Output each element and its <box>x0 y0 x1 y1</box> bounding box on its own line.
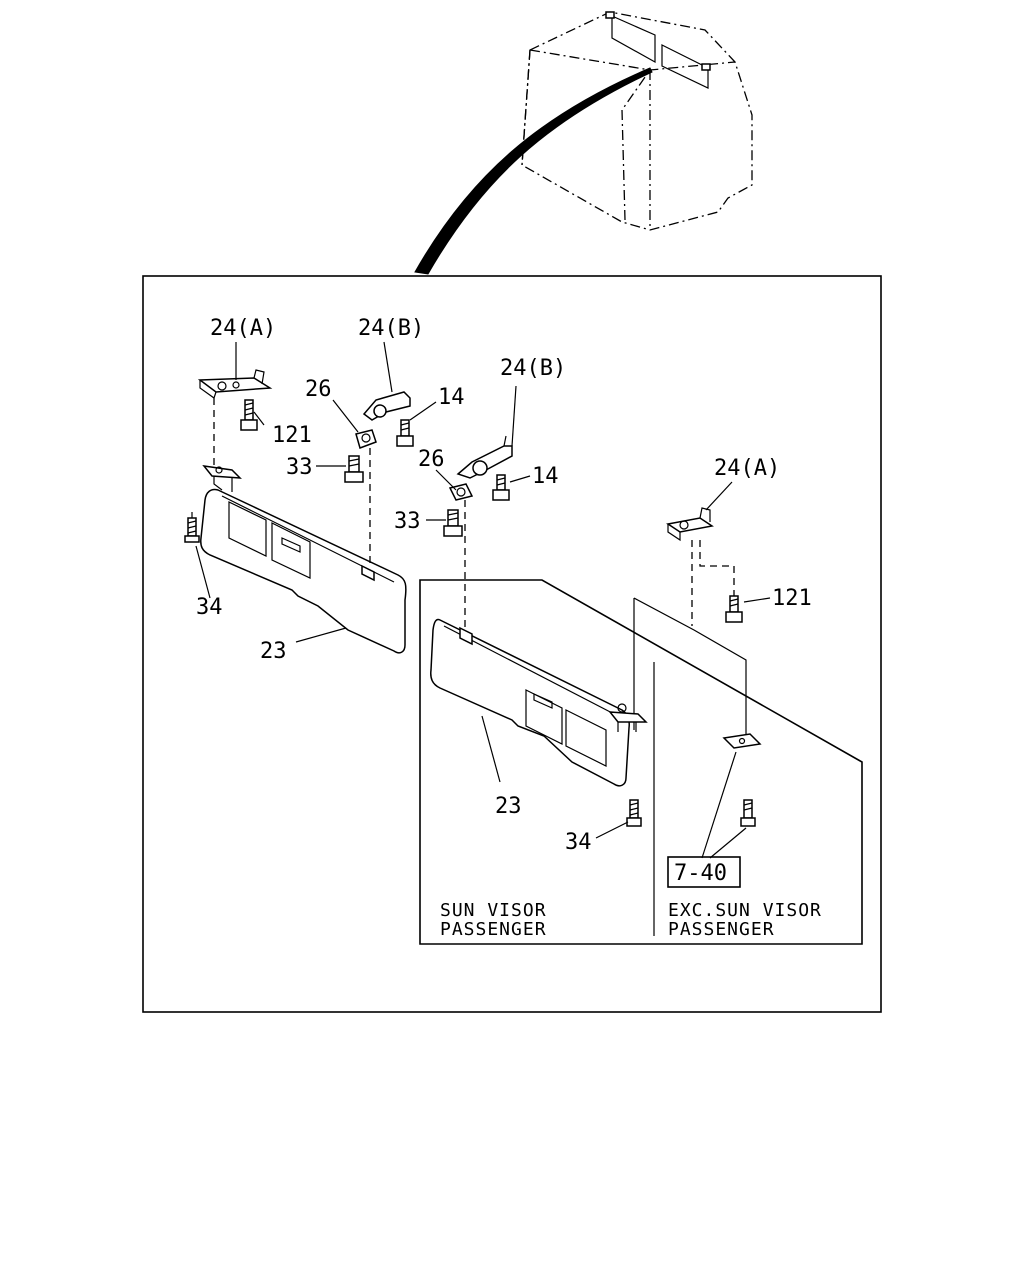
screw-33-left <box>344 455 364 483</box>
screw-121-right <box>725 595 743 623</box>
label-14-left: 14 <box>438 385 465 410</box>
bracket-24b-left <box>362 391 411 421</box>
ref-box-7-40 <box>667 856 741 888</box>
inset-panel <box>419 579 863 945</box>
label-ref-box: 7-40 <box>674 861 727 886</box>
label-24a-left: 24(A) <box>210 316 276 341</box>
main-frame <box>142 275 882 1013</box>
label-23-right: 23 <box>495 794 522 819</box>
caption-left-line2: PASSENGER <box>440 919 547 940</box>
sun-visor-right <box>430 618 630 787</box>
clip-26-mid <box>448 483 474 501</box>
sun-visor-left <box>200 488 407 654</box>
label-24a-right: 24(A) <box>714 456 780 481</box>
bracket-24b-mid <box>456 445 513 479</box>
caption-right-line1: EXC.SUN VISOR <box>668 900 822 921</box>
label-26-mid: 26 <box>418 447 445 472</box>
left-visor-assembly <box>184 341 437 654</box>
label-14-mid: 14 <box>532 464 559 489</box>
caption-left-line1: SUN VISOR <box>440 900 547 921</box>
cab-overview <box>414 11 753 275</box>
labels: 24(A) 24(B) 24(B) 24(A) 26 26 14 14 121 … <box>196 316 822 940</box>
screw-14-mid <box>492 474 510 501</box>
label-24b-left: 24(B) <box>358 316 424 341</box>
bracket-24a-left <box>197 377 273 393</box>
label-34-right: 34 <box>565 830 592 855</box>
label-23-left: 23 <box>260 639 287 664</box>
screw-34-right <box>626 799 642 827</box>
label-24b-mid: 24(B) <box>500 356 566 381</box>
screw-14-left <box>396 419 414 447</box>
label-121-left: 121 <box>272 423 312 448</box>
label-26-left: 26 <box>305 377 332 402</box>
bracket-24a-right <box>666 517 714 533</box>
clip-26-left <box>355 429 377 449</box>
screw-right-exc <box>740 799 756 827</box>
plate-right <box>722 733 762 749</box>
screw-33-mid <box>443 509 463 537</box>
label-33-mid: 33 <box>394 509 421 534</box>
label-121-right: 121 <box>772 586 812 611</box>
screw-34-left <box>184 512 200 543</box>
caption-right-line2: PASSENGER <box>668 919 775 940</box>
middle-bracket-assembly <box>426 385 531 632</box>
label-33-left: 33 <box>286 455 313 480</box>
label-34-left: 34 <box>196 595 223 620</box>
right-bracket-assembly <box>666 481 771 626</box>
screw-121-left <box>240 399 258 431</box>
